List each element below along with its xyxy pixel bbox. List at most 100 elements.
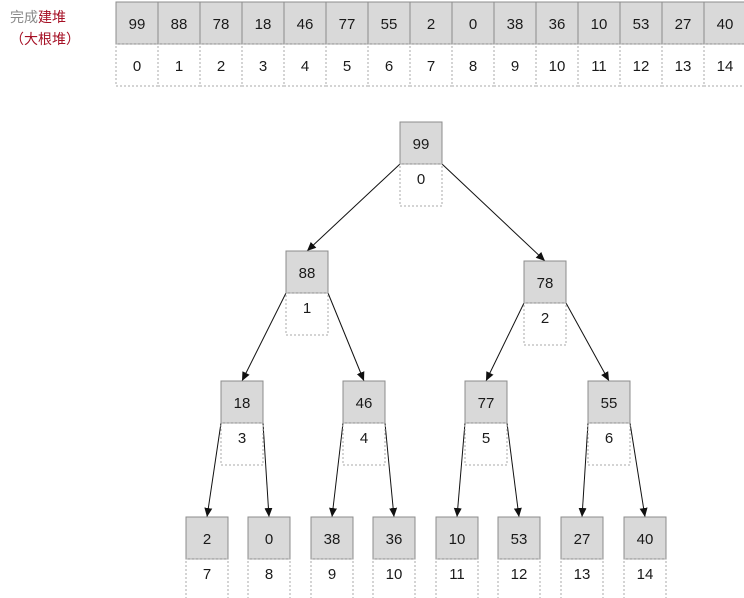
- array-index: 4: [301, 58, 309, 75]
- array-cell-value: 78: [213, 16, 230, 33]
- array-index: 1: [175, 58, 183, 75]
- array-index: 5: [343, 58, 351, 75]
- array-cell-value: 10: [591, 16, 608, 33]
- tree-node-index-box: [310, 558, 354, 598]
- tree-node-box: [399, 121, 443, 165]
- tree-node: 40 14: [623, 516, 667, 598]
- array-strip: 9908817821834647755562708389361010115312…: [115, 1, 744, 87]
- array-cell: [199, 1, 243, 45]
- array-index: 14: [717, 58, 734, 75]
- tree-node-index: 9: [328, 566, 336, 583]
- array-index: 9: [511, 58, 519, 75]
- array-cell: [115, 1, 159, 45]
- tree-node-index: 13: [574, 566, 591, 583]
- tree-edge: [565, 302, 610, 382]
- tree-node-index: 7: [203, 566, 211, 583]
- array-cell: [451, 1, 495, 45]
- caption-prefix: 完成: [10, 10, 38, 26]
- tree-node-index-box: [464, 422, 508, 466]
- tree-edge: [629, 422, 648, 518]
- array-cell: [535, 1, 579, 45]
- array-cell: [409, 1, 453, 45]
- tree-edge: [329, 422, 344, 518]
- array-index: 10: [549, 58, 566, 75]
- array-index: 2: [217, 58, 225, 75]
- caption-subtitle: （大根堆）: [10, 32, 80, 48]
- tree-node-index-box: [399, 163, 443, 207]
- array-cell-value: 88: [171, 16, 188, 33]
- tree-node-value: 2: [203, 531, 211, 548]
- array-cell-value: 55: [381, 16, 398, 33]
- tree-node: 464: [342, 380, 386, 466]
- tree-edge: [441, 163, 546, 262]
- tree-node-index-box: [342, 422, 386, 466]
- tree-node: 389: [310, 516, 354, 598]
- array-cell: [661, 1, 705, 45]
- tree-node-index-box: [587, 422, 631, 466]
- tree-edge: [241, 292, 287, 382]
- tree-node-index: 14: [637, 566, 654, 583]
- tree-node-index-box: [497, 558, 541, 598]
- tree-node: 27: [185, 516, 229, 598]
- tree-node-index-box: [185, 558, 229, 598]
- array-index-cell: [409, 43, 453, 87]
- tree-node-value: 18: [234, 395, 251, 412]
- caption-title: 建堆: [38, 10, 66, 26]
- array-index-cell: [199, 43, 243, 87]
- tree-node-value: 46: [356, 395, 373, 412]
- array-cell: [367, 1, 411, 45]
- tree-node-value: 78: [537, 275, 554, 292]
- tree-node-index-box: [523, 302, 567, 346]
- array-index-cell: [157, 43, 201, 87]
- tree-node-box: [310, 516, 354, 560]
- tree-node-index-box: [372, 558, 416, 598]
- tree-edge: [506, 422, 522, 518]
- array-cell: [283, 1, 327, 45]
- tree-node-index: 3: [238, 430, 246, 447]
- array-cell: [493, 1, 537, 45]
- tree-node-box: [185, 516, 229, 560]
- tree-node-index: 12: [511, 566, 528, 583]
- array-index: 7: [427, 58, 435, 75]
- array-cell-value: 77: [339, 16, 356, 33]
- tree-node-box: [560, 516, 604, 560]
- tree-node-value: 10: [449, 531, 466, 548]
- array-index-cell: [283, 43, 327, 87]
- array-index: 12: [633, 58, 650, 75]
- array-index-cell: [619, 43, 663, 87]
- tree-node-index: 10: [386, 566, 403, 583]
- tree-node-value: 27: [574, 531, 591, 548]
- tree-node-index: 5: [482, 430, 490, 447]
- array-cell-value: 53: [633, 16, 650, 33]
- array-cell-value: 2: [427, 16, 435, 33]
- tree-node-index-box: [247, 558, 291, 598]
- tree-node-value: 88: [299, 265, 316, 282]
- tree-node: 556: [587, 380, 631, 466]
- tree-node-box: [523, 260, 567, 304]
- array-cell-value: 36: [549, 16, 566, 33]
- tree-node: 08: [247, 516, 291, 598]
- tree-edge: [485, 302, 525, 382]
- array-cell-value: 18: [255, 16, 272, 33]
- tree-node-index-box: [435, 558, 479, 598]
- tree-node-value: 40: [637, 531, 654, 548]
- array-index-cell: [493, 43, 537, 87]
- tree-nodes: 9908817821834647755562708389361010115312…: [185, 121, 667, 598]
- tree-node-value: 77: [478, 395, 495, 412]
- tree-node: 88 1: [285, 250, 329, 336]
- array-index-cell: [577, 43, 621, 87]
- array-cell-value: 99: [129, 16, 146, 33]
- tree-node-index: 8: [265, 566, 273, 583]
- array-index-cell: [535, 43, 579, 87]
- tree-node-index: 1: [303, 300, 311, 317]
- tree-node-index: 2: [541, 310, 549, 327]
- tree-node: 990: [399, 121, 443, 207]
- tree-edge: [306, 163, 401, 252]
- array-cell-value: 46: [297, 16, 314, 33]
- tree-node-box: [342, 380, 386, 424]
- tree-node-index-box: [560, 558, 604, 598]
